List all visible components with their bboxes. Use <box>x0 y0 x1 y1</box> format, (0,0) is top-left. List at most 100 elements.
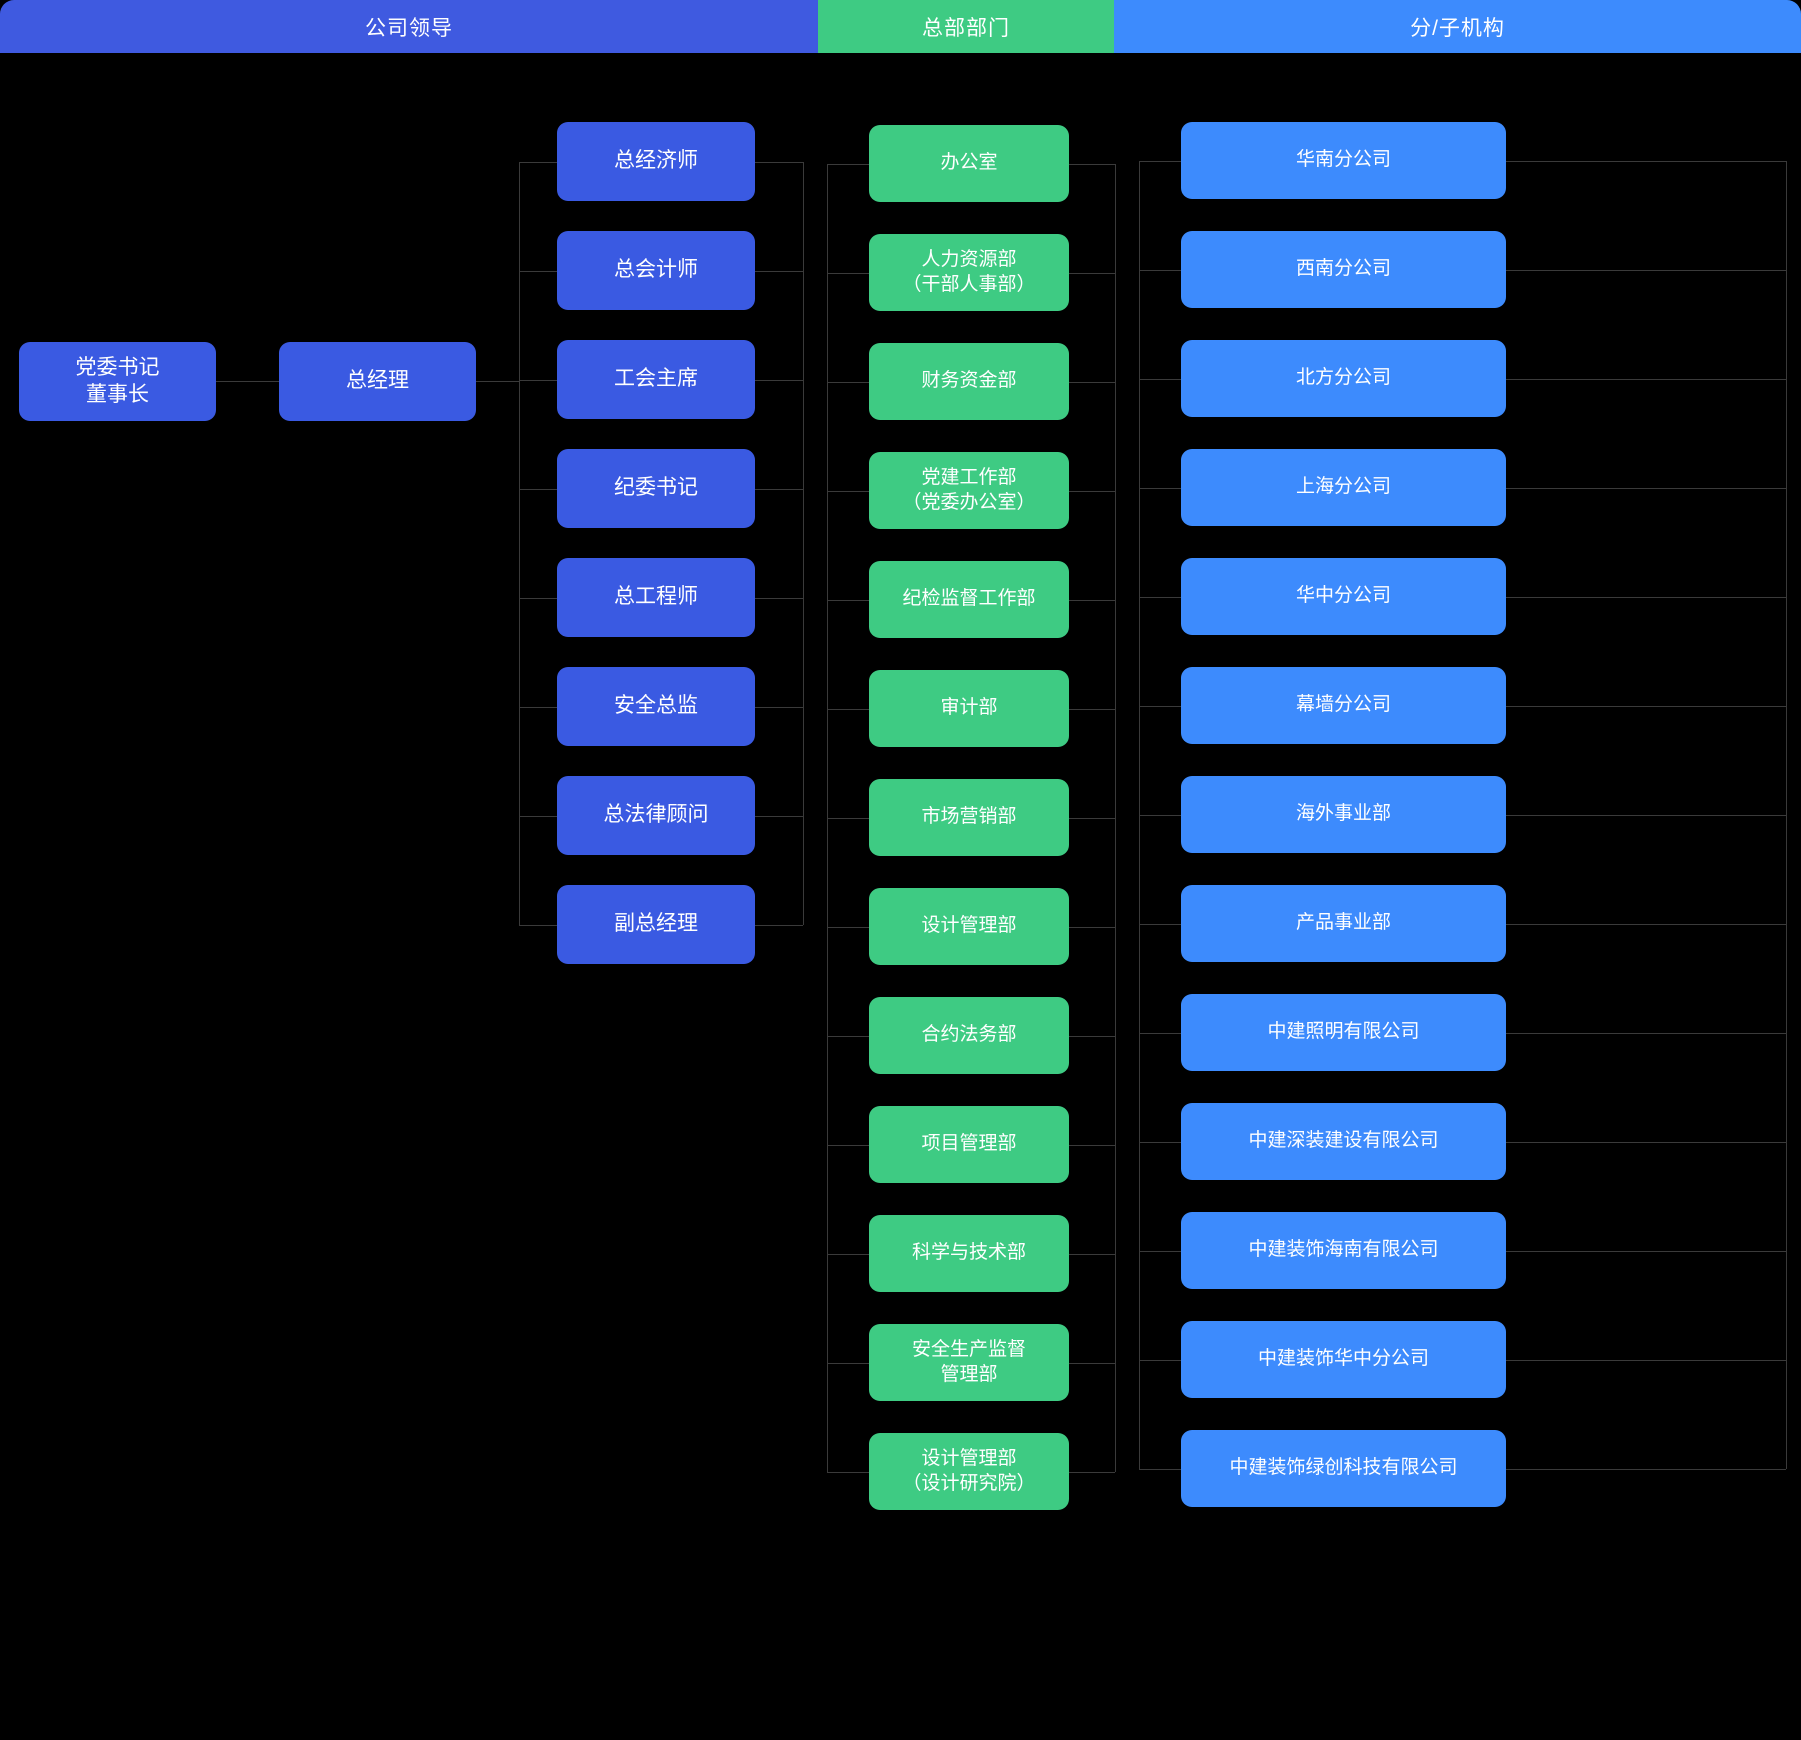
connector-horizontal <box>1506 269 1786 271</box>
node-leadership-2[interactable]: 总会计师 <box>557 231 755 310</box>
connector-horizontal <box>1506 160 1786 162</box>
connector-horizontal <box>1139 705 1181 707</box>
node-department-1[interactable]: 办公室 <box>869 125 1069 202</box>
connector-horizontal <box>216 381 279 382</box>
connector-horizontal <box>1139 160 1181 162</box>
connector-horizontal <box>827 1362 869 1364</box>
node-branch-5[interactable]: 华中分公司 <box>1181 558 1506 635</box>
node-department-3[interactable]: 财务资金部 <box>869 343 1069 420</box>
connector-horizontal <box>519 815 557 817</box>
node-branch-4[interactable]: 上海分公司 <box>1181 449 1506 526</box>
connector-horizontal <box>1069 272 1115 274</box>
node-leadership-4[interactable]: 纪委书记 <box>557 449 755 528</box>
connector-horizontal <box>827 1144 869 1146</box>
connector-horizontal <box>755 270 803 272</box>
node-department-2[interactable]: 人力资源部 （干部人事部） <box>869 234 1069 311</box>
connector-horizontal <box>755 924 803 926</box>
connector-horizontal <box>1069 926 1115 928</box>
connector-vertical <box>1115 163 1116 1472</box>
connector-horizontal <box>755 488 803 490</box>
header-column-leadership: 公司领导 <box>0 0 818 53</box>
header-column-headquarters: 总部部门 <box>818 0 1114 53</box>
connector-horizontal <box>1506 705 1786 707</box>
connector-horizontal <box>1069 1035 1115 1037</box>
connector-horizontal <box>1506 1359 1786 1361</box>
node-leadership-7[interactable]: 总法律顾问 <box>557 776 755 855</box>
node-leadership-6[interactable]: 安全总监 <box>557 667 755 746</box>
node-branch-12[interactable]: 中建装饰华中分公司 <box>1181 1321 1506 1398</box>
node-branch-9[interactable]: 中建照明有限公司 <box>1181 994 1506 1071</box>
node-branch-3[interactable]: 北方分公司 <box>1181 340 1506 417</box>
node-branch-13[interactable]: 中建装饰绿创科技有限公司 <box>1181 1430 1506 1507</box>
connector-horizontal <box>1506 596 1786 598</box>
connector-horizontal <box>827 381 869 383</box>
connector-horizontal <box>827 599 869 601</box>
connector-horizontal <box>1139 1359 1181 1361</box>
node-department-9[interactable]: 合约法务部 <box>869 997 1069 1074</box>
connector-horizontal <box>1506 1468 1786 1470</box>
connector-vertical <box>1786 160 1787 1469</box>
connector-horizontal <box>1069 599 1115 601</box>
node-department-10[interactable]: 项目管理部 <box>869 1106 1069 1183</box>
connector-horizontal <box>1069 163 1115 165</box>
connector-horizontal <box>1139 596 1181 598</box>
connector-horizontal <box>827 1253 869 1255</box>
connector-horizontal <box>1139 269 1181 271</box>
header-column-branches: 分/子机构 <box>1114 0 1801 53</box>
node-department-6[interactable]: 审计部 <box>869 670 1069 747</box>
connector-horizontal <box>827 163 869 165</box>
connector-horizontal <box>827 926 869 928</box>
connector-horizontal <box>519 924 557 926</box>
node-branch-1[interactable]: 华南分公司 <box>1181 122 1506 199</box>
connector-vertical <box>519 161 520 925</box>
header-label-headquarters: 总部部门 <box>922 16 1010 40</box>
connector-horizontal <box>1069 1253 1115 1255</box>
node-branch-6[interactable]: 幕墙分公司 <box>1181 667 1506 744</box>
connector-horizontal <box>1139 1032 1181 1034</box>
header-label-branches: 分/子机构 <box>1410 16 1505 40</box>
node-department-8[interactable]: 设计管理部 <box>869 888 1069 965</box>
connector-horizontal <box>1139 814 1181 816</box>
node-department-5[interactable]: 纪检监督工作部 <box>869 561 1069 638</box>
node-party-secretary-chairman[interactable]: 党委书记 董事长 <box>19 342 216 421</box>
connector-horizontal <box>1069 490 1115 492</box>
connector-horizontal <box>1506 1250 1786 1252</box>
node-leadership-8[interactable]: 副总经理 <box>557 885 755 964</box>
connector-horizontal <box>1069 1471 1115 1473</box>
node-leadership-3[interactable]: 工会主席 <box>557 340 755 419</box>
node-branch-8[interactable]: 产品事业部 <box>1181 885 1506 962</box>
connector-horizontal <box>827 490 869 492</box>
connector-horizontal <box>1069 381 1115 383</box>
node-leadership-5[interactable]: 总工程师 <box>557 558 755 637</box>
node-leadership-1[interactable]: 总经济师 <box>557 122 755 201</box>
node-branch-10[interactable]: 中建深装建设有限公司 <box>1181 1103 1506 1180</box>
connector-horizontal <box>1139 923 1181 925</box>
connector-horizontal <box>755 597 803 599</box>
connector-horizontal <box>1506 1141 1786 1143</box>
connector-horizontal <box>519 706 557 708</box>
connector-horizontal <box>1506 923 1786 925</box>
node-branch-11[interactable]: 中建装饰海南有限公司 <box>1181 1212 1506 1289</box>
connector-horizontal <box>1139 487 1181 489</box>
node-department-4[interactable]: 党建工作部 （党委办公室） <box>869 452 1069 529</box>
connector-horizontal <box>827 272 869 274</box>
connector-horizontal <box>476 381 519 382</box>
node-general-manager[interactable]: 总经理 <box>279 342 476 421</box>
connector-horizontal <box>827 1035 869 1037</box>
connector-horizontal <box>1506 1032 1786 1034</box>
node-branch-7[interactable]: 海外事业部 <box>1181 776 1506 853</box>
node-department-12[interactable]: 安全生产监督 管理部 <box>869 1324 1069 1401</box>
connector-horizontal <box>755 815 803 817</box>
node-department-7[interactable]: 市场营销部 <box>869 779 1069 856</box>
node-department-13[interactable]: 设计管理部 （设计研究院） <box>869 1433 1069 1510</box>
connector-horizontal <box>519 270 557 272</box>
node-branch-2[interactable]: 西南分公司 <box>1181 231 1506 308</box>
connector-horizontal <box>1069 817 1115 819</box>
node-department-11[interactable]: 科学与技术部 <box>869 1215 1069 1292</box>
connector-horizontal <box>519 488 557 490</box>
connector-horizontal <box>827 708 869 710</box>
connector-horizontal <box>827 1471 869 1473</box>
connector-horizontal <box>1069 1144 1115 1146</box>
connector-horizontal <box>519 597 557 599</box>
